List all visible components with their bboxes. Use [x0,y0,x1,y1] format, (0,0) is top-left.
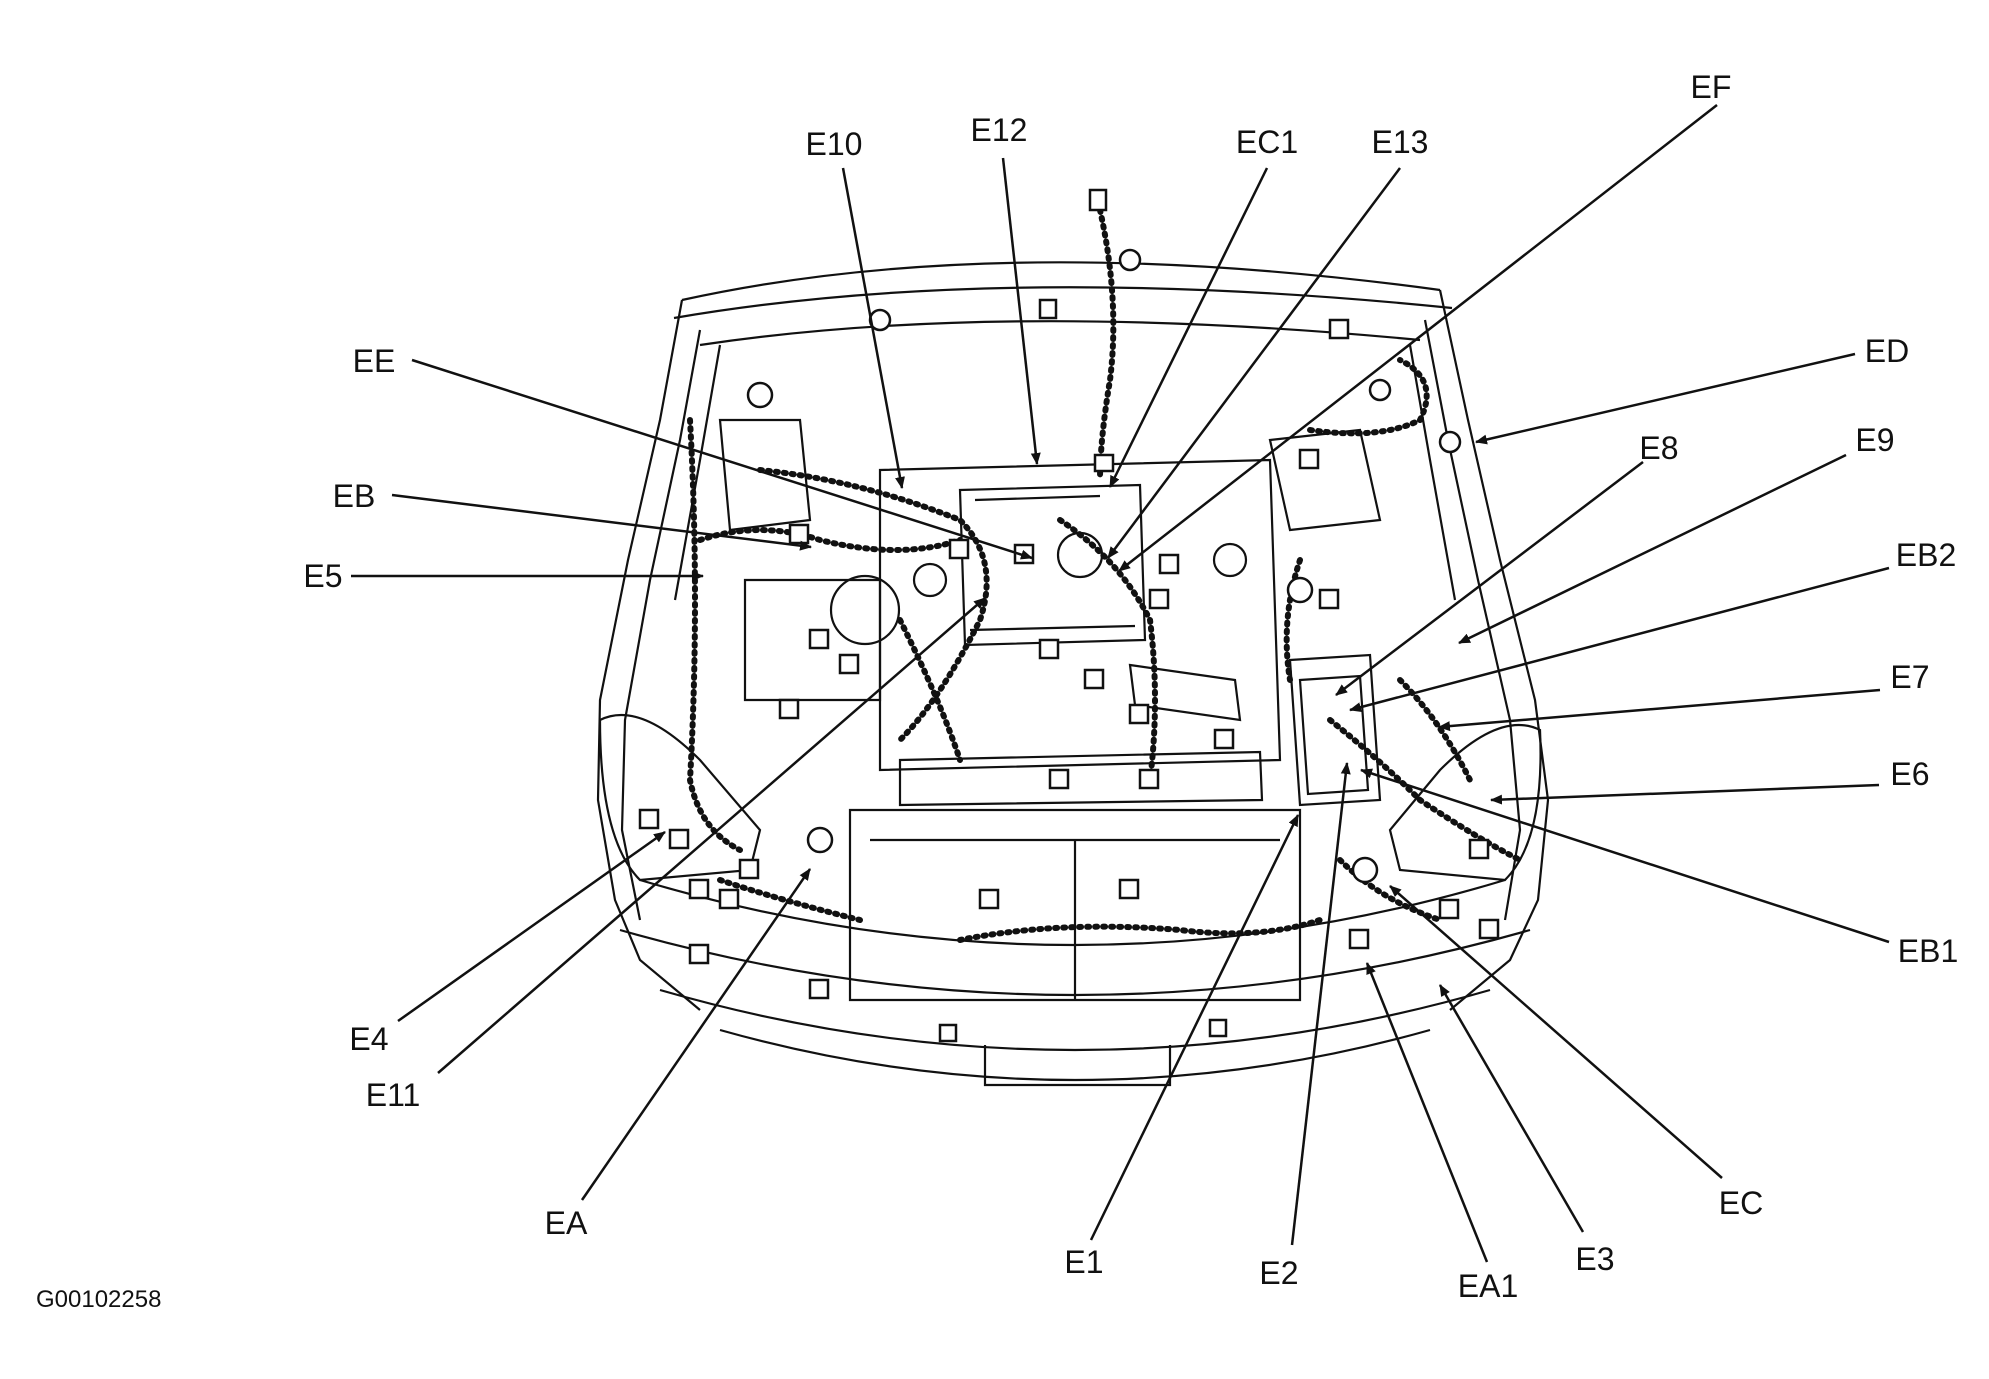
leader-EC [1389,885,1723,1179]
label-EF: EF [1691,69,1732,105]
callout-labels: E10 E12 EC1 E13 EF EE ED EB E8 E9 E5 EB2… [303,69,1958,1304]
leader-E1 [1089,814,1300,1241]
label-E8: E8 [1639,430,1678,466]
leader-E12 [1001,157,1041,465]
label-EC1: EC1 [1236,124,1298,160]
label-E3: E3 [1575,1241,1614,1277]
label-EB1: EB1 [1898,933,1958,969]
leader-EF [1118,104,1718,572]
leader-E10 [841,167,905,489]
label-E9: E9 [1855,422,1894,458]
leader-EA1 [1365,962,1489,1263]
leader-E9 [1458,453,1847,645]
label-E7: E7 [1890,659,1929,695]
label-E4: E4 [349,1021,388,1057]
label-EA1: EA1 [1458,1268,1518,1304]
leader-EB1 [1360,768,1890,944]
label-E11: E11 [366,1077,421,1113]
label-EB2: EB2 [1896,537,1956,573]
leader-E11 [437,597,986,1074]
label-EB: EB [333,478,376,514]
leader-EB [391,493,812,551]
label-E12: E12 [971,112,1028,148]
leader-EC1 [1108,167,1269,488]
leader-E6 [1490,783,1880,805]
wiring-harness [686,207,1523,943]
label-EA: EA [545,1205,588,1241]
figure-code: G00102258 [36,1286,161,1313]
leader-E7 [1438,688,1881,732]
leader-lines [351,104,1890,1263]
leader-ED [1475,352,1856,445]
label-EC: EC [1719,1185,1763,1221]
label-E5: E5 [303,558,342,594]
label-E6: E6 [1890,756,1929,792]
leader-E3 [1438,984,1585,1233]
label-E10: E10 [806,126,863,162]
leader-EE [411,358,1033,560]
leader-E13 [1106,167,1402,559]
label-ED: ED [1865,333,1909,369]
leader-E2 [1290,762,1351,1246]
leader-E8 [1335,461,1644,696]
label-EE: EE [353,343,396,379]
leader-E4 [397,830,666,1023]
leader-EA [580,868,812,1201]
leader-EB2 [1349,566,1890,713]
car-body-outline [596,261,1550,1087]
label-E13: E13 [1372,124,1429,160]
label-E1: E1 [1064,1244,1103,1280]
engine-block [878,458,1282,807]
connectors [638,188,1500,1043]
label-E2: E2 [1259,1255,1298,1291]
